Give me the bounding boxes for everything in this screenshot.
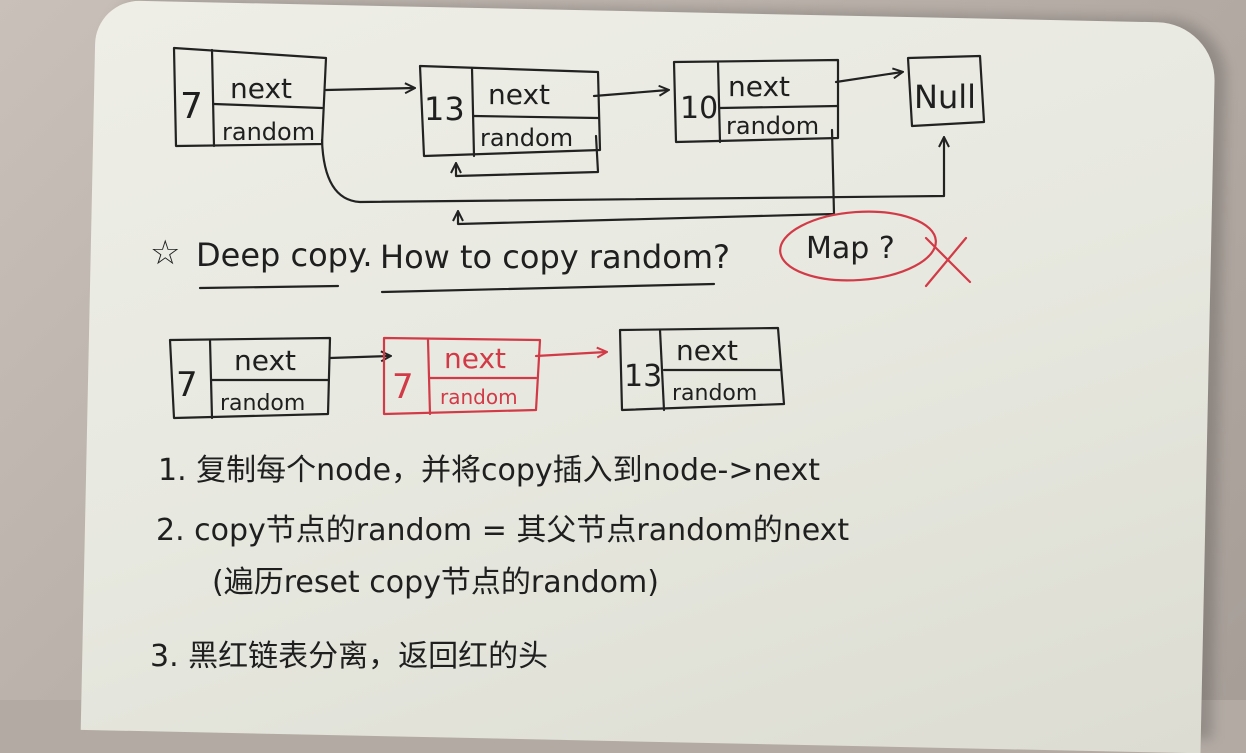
map-note: Map ? bbox=[806, 231, 895, 266]
copy-arrow-7-to-copy bbox=[328, 356, 390, 358]
copy-node-7-original: 7 next random bbox=[168, 336, 332, 420]
copy-linked-list: 7 next random 7 next random 13 next rand… bbox=[168, 326, 786, 420]
top-random-10-to-13 bbox=[458, 128, 836, 226]
how-to-copy-text: How to copy random? bbox=[380, 238, 730, 276]
copy-node-7red-value: 7 bbox=[392, 367, 414, 407]
steps-list: 1. 复制每个node，并将copy插入到node->next 2. copy节… bbox=[150, 453, 849, 674]
top-arrow-10-to-null bbox=[834, 72, 902, 84]
question-line: ☆ Deep copy. How to copy random? Map ? bbox=[150, 210, 972, 294]
top-arrow-13-to-10 bbox=[592, 90, 668, 98]
copy-node-13-next: next bbox=[676, 334, 738, 367]
top-null-label: Null bbox=[914, 78, 976, 116]
copy-node-7-random: random bbox=[220, 391, 305, 416]
copy-node-13-random: random bbox=[672, 381, 757, 406]
top-node-13: 13 next random bbox=[418, 64, 602, 158]
top-node-10-random: random bbox=[726, 112, 819, 140]
copy-node-7red-random: random bbox=[440, 385, 518, 409]
copy-node-7-next: next bbox=[234, 344, 296, 377]
cross-mark-icon bbox=[924, 236, 972, 288]
top-node-13-value: 13 bbox=[424, 90, 465, 128]
top-node-7-random: random bbox=[222, 118, 315, 146]
top-node-7-next: next bbox=[230, 72, 292, 105]
handwritten-notes: 7 next random 13 next random 10 next ran… bbox=[150, 46, 986, 674]
step-3: 3. 黑红链表分离，返回红的头 bbox=[150, 639, 548, 674]
top-node-7: 7 next random bbox=[172, 46, 328, 148]
step-1: 1. 复制每个node，并将copy插入到node->next bbox=[158, 453, 820, 488]
top-random-7-to-null bbox=[320, 138, 944, 204]
top-node-10: 10 next random bbox=[672, 58, 840, 144]
copy-node-13-value: 13 bbox=[624, 359, 662, 394]
how-to-underline bbox=[380, 282, 716, 294]
top-arrow-7-to-13 bbox=[324, 88, 414, 90]
copy-node-7red-next: next bbox=[444, 342, 506, 375]
copy-node-7-value: 7 bbox=[176, 365, 198, 405]
deep-copy-text: Deep copy. bbox=[196, 236, 373, 274]
deep-copy-underline bbox=[198, 284, 340, 290]
copy-node-7-copy: 7 next random bbox=[382, 336, 542, 416]
star-icon: ☆ bbox=[150, 233, 180, 273]
copy-node-13: 13 next random bbox=[618, 326, 786, 412]
copy-arrow-copy-to-13 bbox=[534, 352, 606, 356]
top-node-10-next: next bbox=[728, 70, 790, 103]
top-random-13-self bbox=[456, 134, 600, 178]
step-2: 2. copy节点的random = 其父节点random的next bbox=[156, 513, 849, 548]
top-node-10-value: 10 bbox=[680, 91, 718, 126]
map-circle bbox=[779, 210, 937, 282]
top-node-7-value: 7 bbox=[180, 86, 203, 127]
step-2-note: (遍历reset copy节点的random) bbox=[212, 565, 659, 600]
top-null-node: Null bbox=[906, 54, 986, 128]
top-linked-list: 7 next random 13 next random 10 next ran… bbox=[172, 46, 986, 226]
top-node-13-random: random bbox=[480, 124, 573, 152]
top-node-13-next: next bbox=[488, 78, 550, 111]
